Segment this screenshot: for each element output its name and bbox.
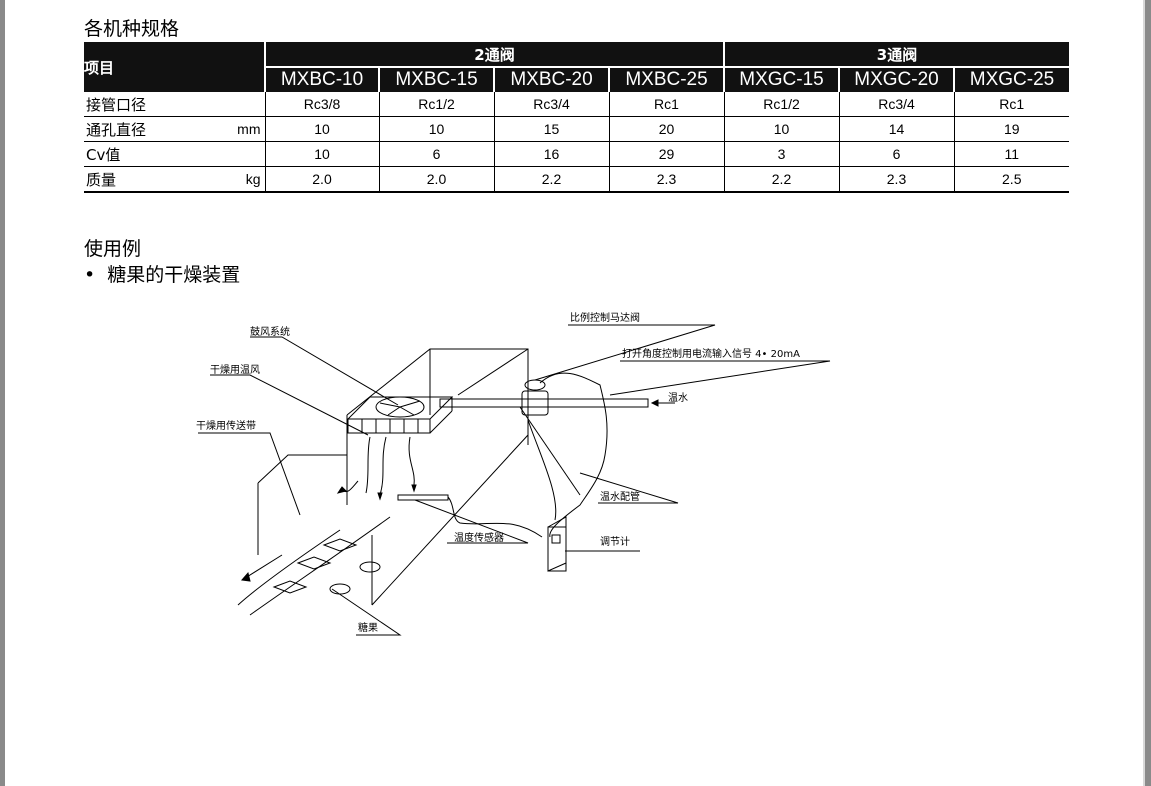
- table-cell: 16: [493, 141, 609, 167]
- label-candy: 糖果: [358, 621, 378, 634]
- table-cell: 10: [723, 116, 839, 142]
- table-cell: Rc1/2: [723, 92, 839, 117]
- signal-cable: [527, 372, 608, 538]
- viewer-scrollbar[interactable]: [1145, 0, 1151, 786]
- table-cell: 2.0: [264, 166, 379, 193]
- table-row-port-size: 接管口径 Rc3/8 Rc1/2 Rc3/4 Rc1 Rc1/2 Rc3/4 R…: [84, 92, 1069, 117]
- table-cell: 29: [608, 141, 724, 167]
- row-label-cell: Cv值: [84, 141, 265, 167]
- model-header: MXGC-20: [839, 67, 955, 92]
- table-row-mass: 质量 kg 2.0 2.0 2.2 2.3 2.2 2.3 2.5: [84, 166, 1069, 193]
- spec-section-title: 各机种规格: [84, 18, 180, 40]
- table-cell: Rc1/2: [378, 92, 494, 117]
- label-signal: 打开角度控制用电流输入信号 4• 20mA: [622, 347, 800, 360]
- model-header: MXGC-15: [724, 67, 840, 92]
- fan-unit: [346, 396, 454, 434]
- table-cell: Rc3/4: [493, 92, 609, 117]
- viewer-scrollbar-track: [1143, 0, 1145, 786]
- table-cell: 20: [608, 116, 724, 142]
- table-row-cv: Cv值 10 6 16 29 3 6 11: [84, 141, 1069, 167]
- table-cell: 2.0: [378, 166, 494, 193]
- row-label-cell: 质量 kg: [84, 166, 265, 193]
- table-cell: 3: [723, 141, 839, 167]
- row-label: 质量: [86, 171, 117, 189]
- table-cell: Rc1: [953, 92, 1069, 117]
- example-bullet: • 糖果的干燥装置: [84, 264, 241, 286]
- group-header-3way: 3通阀: [724, 42, 1069, 68]
- table-cell: 19: [953, 116, 1069, 142]
- row-label: 通孔直径: [86, 121, 147, 139]
- table-cell: 14: [838, 116, 954, 142]
- spec-table: 项目 2通阀 3通阀 MXBC-10 MXBC-15 MXBC-20 MXBC-…: [84, 42, 1069, 193]
- group-header-2way: 2通阀: [265, 42, 725, 68]
- model-header: MXBC-15: [379, 67, 495, 92]
- controller-box: [547, 516, 567, 572]
- table-cell: 2.2: [723, 166, 839, 193]
- label-drying-air: 干燥用温风: [210, 364, 260, 376]
- duct-box: [257, 348, 529, 606]
- table-cell: Rc1: [608, 92, 724, 117]
- table-cell: 2.3: [838, 166, 954, 193]
- row-label-cell: 接管口径: [84, 92, 265, 117]
- table-cell: 2.5: [953, 166, 1069, 193]
- table-cell: 2.3: [608, 166, 724, 193]
- leader-lines: [198, 324, 831, 636]
- row-label-cell: 通孔直径 mm: [84, 116, 265, 142]
- label-temp-sensor: 温度传感器: [454, 531, 504, 544]
- temperature-sensor: [397, 494, 543, 538]
- row-label: 接管口径: [86, 96, 147, 114]
- label-hot-water: 温水: [668, 392, 688, 404]
- table-cell: 10: [264, 116, 379, 142]
- viewer-left-edge: [0, 0, 5, 786]
- table-cell: 15: [493, 116, 609, 142]
- hot-water-pipe: [439, 379, 675, 496]
- item-header: 项目: [84, 42, 266, 92]
- label-hot-water-pipe: 温水配管: [600, 490, 640, 503]
- model-header: MXBC-20: [494, 67, 610, 92]
- example-section-title: 使用例: [84, 238, 142, 260]
- table-cell: 10: [264, 141, 379, 167]
- label-controller: 调节计: [600, 535, 630, 548]
- airflow-arrows: [336, 436, 417, 501]
- candy-dryer-diagram: 鼓风系统 干燥用温风 干燥用传送带 比例控制马达阀 打开角度控制用电流输入信号 …: [196, 311, 831, 636]
- row-unit: mm: [237, 121, 261, 137]
- row-label: Cv值: [86, 146, 121, 164]
- label-conveyor: 干燥用传送带: [196, 419, 256, 432]
- conveyor-belt: [237, 516, 391, 616]
- table-cell: 11: [953, 141, 1069, 167]
- table-cell: 6: [378, 141, 494, 167]
- table-cell: 6: [838, 141, 954, 167]
- label-fan-system: 鼓风系统: [250, 325, 290, 338]
- label-motor-valve: 比例控制马达阀: [570, 311, 640, 324]
- table-row-bore: 通孔直径 mm 10 10 15 20 10 14 19: [84, 116, 1069, 142]
- model-header: MXGC-25: [954, 67, 1069, 92]
- table-cell: 10: [378, 116, 494, 142]
- row-unit: kg: [245, 171, 261, 187]
- model-header: MXBC-25: [609, 67, 725, 92]
- candy-pieces: [272, 538, 381, 595]
- table-cell: Rc3/4: [838, 92, 954, 117]
- table-cell: 2.2: [493, 166, 609, 193]
- table-cell: Rc3/8: [264, 92, 379, 117]
- model-header: MXBC-10: [265, 67, 380, 92]
